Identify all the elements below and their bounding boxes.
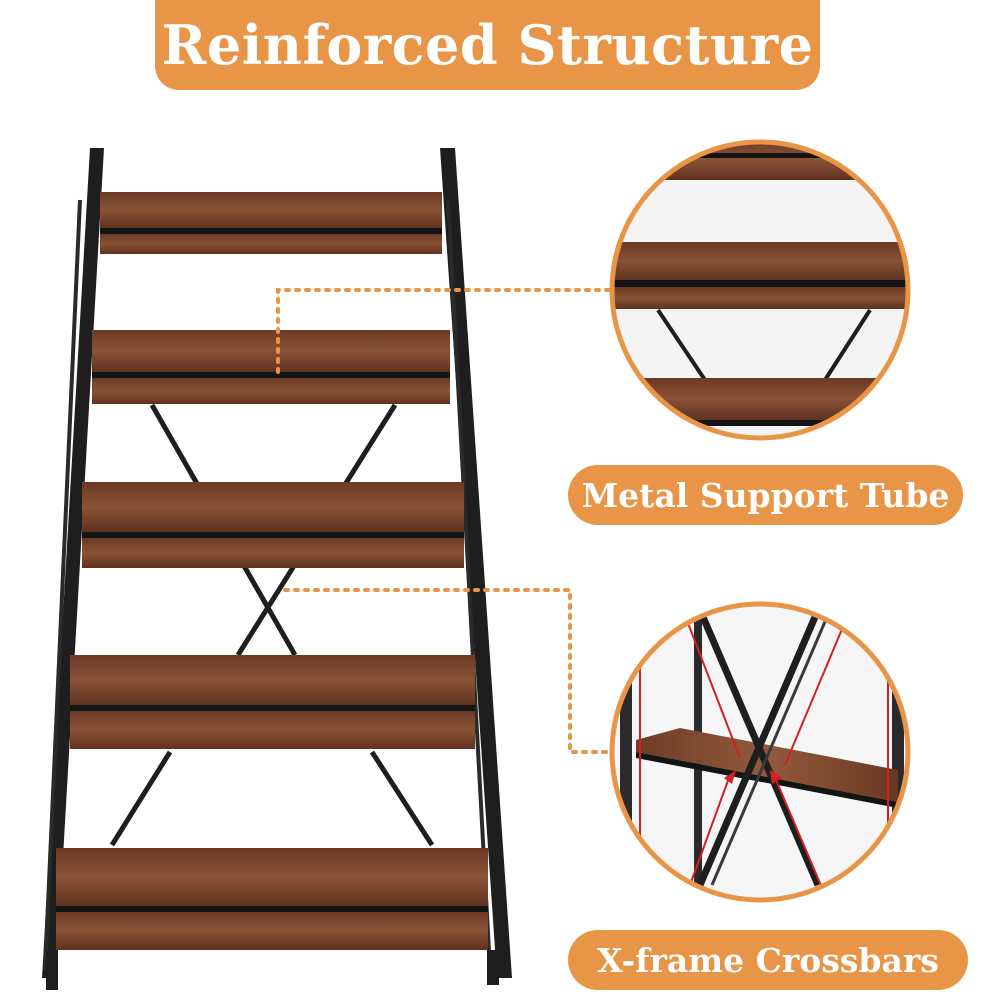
- shelf-4: [70, 655, 475, 749]
- callout-support-tube: Metal Support Tube: [568, 465, 963, 525]
- leader-support-tube: [276, 288, 612, 374]
- leader-lines: [276, 288, 614, 754]
- banner-title: Reinforced Structure: [161, 13, 814, 77]
- left-rail: [42, 148, 104, 978]
- title-banner: Reinforced Structure: [155, 0, 820, 90]
- shelf-2: [92, 330, 450, 404]
- callout-label: Metal Support Tube: [581, 475, 950, 515]
- callout-label: X-frame Crossbars: [597, 940, 939, 980]
- detail-circle-support-tube: [609, 139, 911, 441]
- detail-circle-crossbars: [609, 601, 911, 903]
- shelf-5: [56, 848, 488, 950]
- shelf-1: [100, 192, 442, 254]
- shelf-3: [82, 482, 464, 568]
- callout-crossbars: X-frame Crossbars: [568, 930, 968, 990]
- plant-stand: [42, 148, 512, 990]
- leader-crossbars: [283, 588, 614, 754]
- x-crossbars: [109, 403, 435, 847]
